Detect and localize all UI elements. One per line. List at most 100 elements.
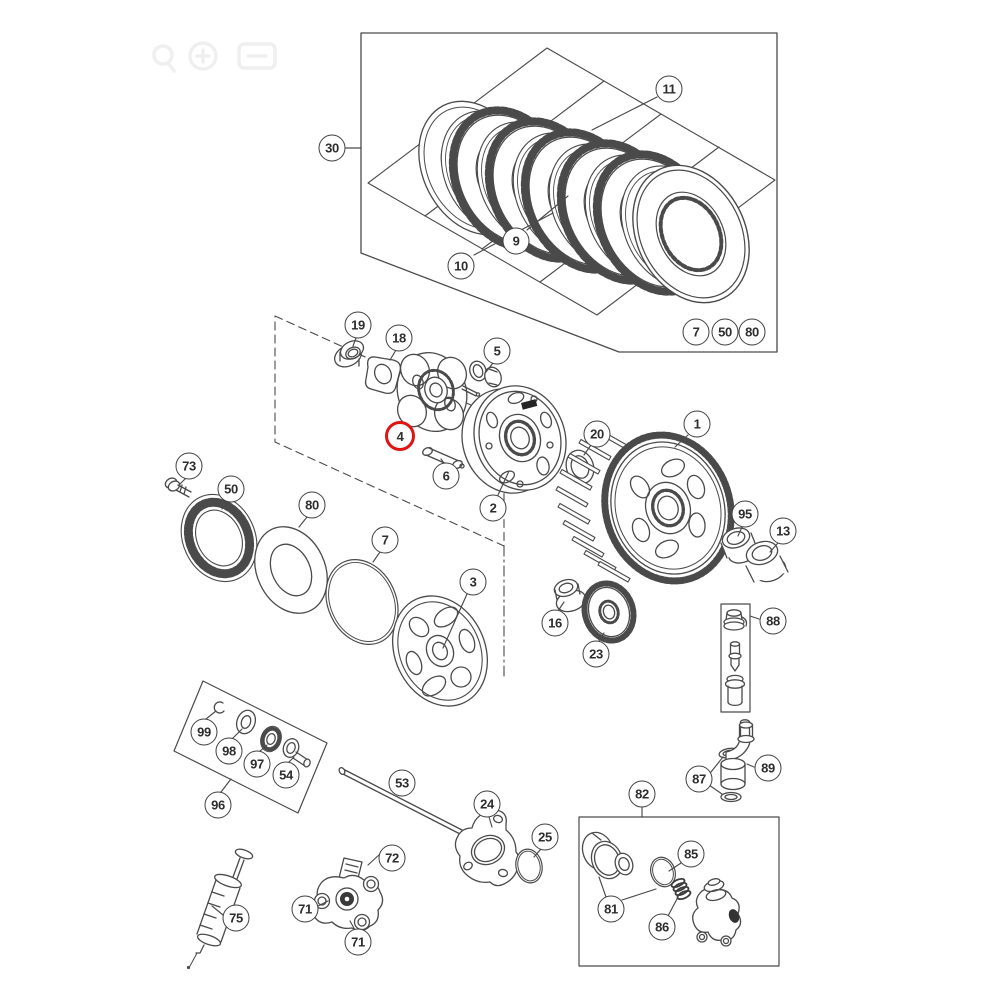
callout-number: 53 [395, 775, 409, 791]
callout-number: 88 [766, 613, 780, 629]
callout-81[interactable]: 81 [597, 895, 625, 923]
callout-16[interactable]: 16 [541, 609, 569, 637]
callout-number: 96 [211, 797, 225, 813]
part-flange-nut-16 [553, 578, 587, 613]
callout-number: 7 [692, 324, 700, 340]
callout-96[interactable]: 96 [204, 791, 232, 819]
callout-75[interactable]: 75 [222, 904, 250, 932]
callout-9[interactable]: 9 [502, 227, 530, 255]
zoom-out-icon[interactable] [237, 42, 277, 70]
callout-number: 71 [298, 901, 312, 917]
callout-number: 80 [745, 324, 759, 340]
callout-number: 89 [761, 760, 775, 776]
callout-number: 19 [351, 317, 365, 333]
part-small-fitting [737, 721, 755, 744]
part-pressure-plate-3 [391, 595, 489, 707]
callout-73[interactable]: 73 [175, 452, 203, 480]
part-nut-19 [333, 340, 365, 368]
callout-97[interactable]: 97 [243, 750, 271, 778]
callout-number: 16 [548, 615, 562, 631]
callout-50[interactable]: 50 [711, 318, 739, 346]
part-oring-25 [515, 848, 543, 884]
callout-3[interactable]: 3 [459, 568, 487, 596]
part-slave-cylinder-71-72 [312, 857, 384, 932]
callout-number: 18 [392, 330, 406, 346]
callout-80[interactable]: 80 [298, 491, 326, 519]
part-syringe-75 [186, 848, 254, 970]
part-bleeder-kit-88 [720, 603, 751, 713]
callout-number: 13 [776, 523, 790, 539]
callout-1[interactable]: 1 [683, 410, 711, 438]
callout-number: 7 [381, 532, 389, 548]
clutch-plate-stack [418, 100, 750, 304]
callout-30[interactable]: 30 [318, 134, 346, 162]
callout-13[interactable]: 13 [769, 517, 797, 545]
callout-24[interactable]: 24 [473, 790, 501, 818]
callout-number: 25 [538, 829, 552, 845]
part-pin-6 [422, 446, 465, 470]
part-retainer-18 [364, 356, 401, 394]
callout-11[interactable]: 11 [655, 75, 683, 103]
callout-number: 81 [604, 901, 618, 917]
callout-number: 1 [693, 416, 701, 432]
part-ring-7 [325, 559, 399, 645]
callout-number: 9 [512, 233, 520, 249]
part-kit-box-82 [578, 816, 780, 967]
callout-20[interactable]: 20 [583, 420, 611, 448]
callout-88[interactable]: 88 [759, 607, 787, 635]
callout-number: 75 [229, 910, 243, 926]
callout-7[interactable]: 7 [371, 526, 399, 554]
callout-89[interactable]: 89 [754, 754, 782, 782]
callout-18[interactable]: 18 [385, 324, 413, 352]
callout-4[interactable]: 4 [385, 421, 415, 451]
callout-number: 10 [454, 258, 468, 274]
callout-number: 97 [250, 756, 264, 772]
callout-number: 4 [396, 428, 404, 444]
callout-number: 85 [684, 846, 698, 862]
callout-number: 5 [493, 343, 501, 359]
callout-number: 20 [590, 426, 604, 442]
callout-82[interactable]: 82 [628, 780, 656, 808]
pan-icon[interactable] [152, 44, 176, 73]
callout-98[interactable]: 98 [215, 737, 243, 765]
part-clutch-basket-1 [555, 426, 735, 585]
callout-number: 82 [635, 786, 649, 802]
callout-95[interactable]: 95 [731, 500, 759, 528]
callout-number: 95 [738, 506, 752, 522]
callout-number: 23 [589, 646, 603, 662]
callout-19[interactable]: 19 [344, 311, 372, 339]
callout-number: 72 [385, 850, 399, 866]
part-clutch-center-2 [461, 385, 567, 494]
callout-53[interactable]: 53 [388, 769, 416, 797]
callout-86[interactable]: 86 [648, 913, 676, 941]
callout-6[interactable]: 6 [432, 462, 460, 490]
callout-10[interactable]: 10 [447, 252, 475, 280]
callout-71[interactable]: 71 [291, 895, 319, 923]
callout-25[interactable]: 25 [531, 823, 559, 851]
part-repair-kit-96 [173, 680, 328, 814]
callout-number: 50 [224, 481, 238, 497]
callout-number: 6 [442, 468, 450, 484]
callout-23[interactable]: 23 [582, 640, 610, 668]
callout-54[interactable]: 54 [272, 761, 300, 789]
callout-85[interactable]: 85 [677, 840, 705, 868]
part-gasket-24 [454, 809, 520, 887]
watermark-controls[interactable] [152, 41, 277, 73]
callout-number: 86 [655, 919, 669, 935]
callout-7[interactable]: 7 [682, 318, 710, 346]
callout-71[interactable]: 71 [344, 928, 372, 956]
callout-number: 73 [182, 458, 196, 474]
callout-72[interactable]: 72 [378, 844, 406, 872]
callout-5[interactable]: 5 [483, 337, 511, 365]
part-screw-73 [164, 477, 192, 498]
zoom-in-icon[interactable] [188, 41, 218, 71]
callout-87[interactable]: 87 [685, 765, 713, 793]
callout-number: 2 [489, 500, 497, 516]
callout-80[interactable]: 80 [738, 318, 766, 346]
callout-50[interactable]: 50 [217, 475, 245, 503]
middle-panel [274, 315, 505, 679]
callout-2[interactable]: 2 [479, 494, 507, 522]
callout-99[interactable]: 99 [190, 718, 218, 746]
